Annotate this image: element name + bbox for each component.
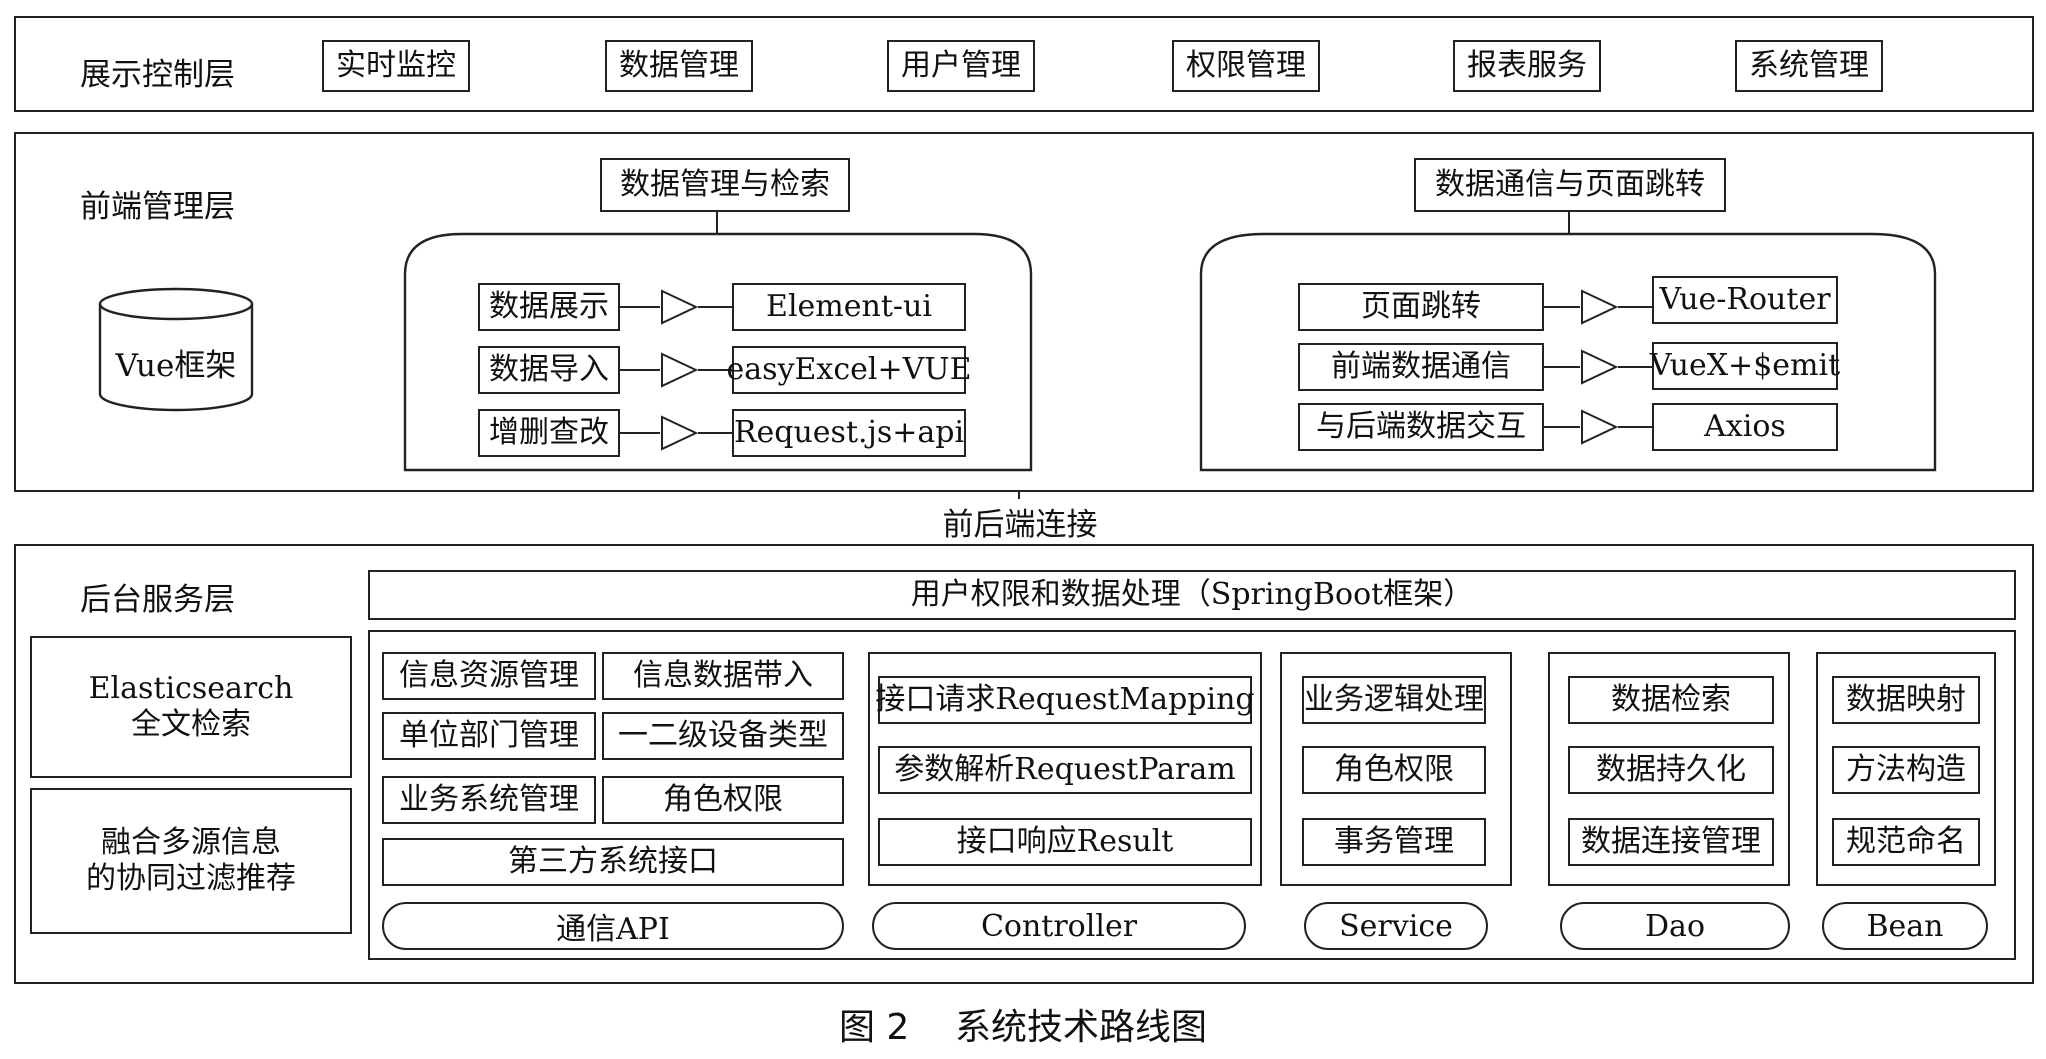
controller-item-2: 接口响应Result (878, 818, 1252, 866)
bean-item-0: 数据映射 (1832, 676, 1980, 724)
controller-item-1: 参数解析RequestParam (878, 746, 1252, 794)
bean-item-1: 方法构造 (1832, 746, 1980, 794)
recommendation-line1: 融合多源信息 (101, 825, 281, 860)
display-item-realtime-monitor: 实时监控 (322, 40, 470, 92)
display-layer-frame (14, 16, 2034, 112)
dao-pill: Dao (1560, 902, 1790, 950)
right-row-arrow-icon-0 (1581, 289, 1618, 325)
right-group-connector (1568, 212, 1570, 234)
display-layer-title: 展示控制层 (80, 57, 235, 93)
api-item-5: 角色权限 (602, 776, 844, 824)
right-row-right-1: VueX+$emit (1650, 342, 1840, 390)
left-group-connector (716, 212, 718, 234)
api-item-1: 信息数据带入 (602, 652, 844, 700)
display-item-report-service: 报表服务 (1453, 40, 1601, 92)
api-item-4: 业务系统管理 (382, 776, 596, 824)
frontend-layer-frame (14, 132, 2034, 492)
left-row-right-2: Request.js+api (732, 409, 966, 457)
api-item-0: 信息资源管理 (382, 652, 596, 700)
service-group-frame (1280, 652, 1512, 886)
frontend-layer-title: 前端管理层 (80, 189, 235, 225)
api-pill: 通信API (382, 902, 844, 950)
backend-banner: 用户权限和数据处理（SpringBoot框架） (368, 570, 2016, 620)
right-row-right-2: Axios (1652, 403, 1838, 451)
backend-layer-frame (14, 544, 2034, 984)
left-row-left-0: 数据展示 (478, 283, 620, 331)
right-row-arrow-icon-1 (1581, 349, 1618, 385)
right-row-line2-1 (1618, 366, 1652, 368)
service-item-0: 业务逻辑处理 (1302, 676, 1486, 724)
backend-modules-frame (368, 630, 2016, 960)
right-row-line2-0 (1618, 306, 1652, 308)
right-row-arrow-icon-2 (1581, 409, 1618, 445)
left-row-right-1: easyExcel+VUE (727, 346, 971, 394)
left-row-line-2 (620, 432, 660, 434)
database-cylinder-icon (98, 287, 254, 412)
elasticsearch-line1: Elasticsearch (88, 671, 294, 706)
right-row-line-1 (1544, 366, 1580, 368)
left-row-arrow-icon-2 (661, 415, 698, 451)
left-row-left-1: 数据导入 (478, 346, 620, 394)
left-row-line-1 (620, 369, 660, 371)
right-group-title: 数据通信与页面跳转 (1414, 158, 1726, 212)
backend-layer-title: 后台服务层 (80, 582, 235, 618)
dao-item-1: 数据持久化 (1568, 746, 1774, 794)
frontend-backend-connector-label: 前后端连接 (940, 499, 1100, 544)
left-row-left-2: 增删查改 (478, 409, 620, 457)
right-row-left-1: 前端数据通信 (1298, 343, 1544, 391)
right-row-left-0: 页面跳转 (1298, 283, 1544, 331)
api-item-3: 一二级设备类型 (602, 712, 844, 760)
elasticsearch-box: Elasticsearch 全文检索 (30, 636, 352, 778)
left-row-line2-0 (698, 306, 732, 308)
left-row-line2-2 (698, 432, 732, 434)
service-item-1: 角色权限 (1302, 746, 1486, 794)
display-item-permission-management: 权限管理 (1172, 40, 1320, 92)
dao-group-frame (1548, 652, 1790, 886)
elasticsearch-line2: 全文检索 (131, 707, 251, 742)
api-wide-item: 第三方系统接口 (382, 838, 844, 886)
left-row-right-0: Element-ui (732, 283, 966, 331)
bean-item-2: 规范命名 (1832, 818, 1980, 866)
figure-caption: 图 2 系统技术路线图 (838, 1007, 1208, 1048)
service-item-2: 事务管理 (1302, 818, 1486, 866)
left-row-line2-1 (698, 369, 732, 371)
right-row-right-0: Vue-Router (1652, 276, 1838, 324)
dao-item-2: 数据连接管理 (1568, 818, 1774, 866)
display-item-data-management: 数据管理 (605, 40, 753, 92)
bean-pill: Bean (1822, 902, 1988, 950)
right-row-line-2 (1544, 426, 1580, 428)
right-row-left-2: 与后端数据交互 (1298, 403, 1544, 451)
controller-group-frame (868, 652, 1262, 886)
left-row-line-0 (620, 306, 660, 308)
dao-item-0: 数据检索 (1568, 676, 1774, 724)
vue-framework-label: Vue框架 (115, 348, 237, 384)
left-row-arrow-icon-1 (661, 352, 698, 388)
right-row-line-0 (1544, 306, 1580, 308)
left-row-arrow-icon-0 (661, 289, 698, 325)
service-pill: Service (1304, 902, 1488, 950)
left-group-title: 数据管理与检索 (600, 158, 850, 212)
display-item-user-management: 用户管理 (887, 40, 1035, 92)
controller-pill: Controller (872, 902, 1246, 950)
recommendation-line2: 的协同过滤推荐 (86, 861, 296, 896)
right-row-line2-2 (1618, 426, 1652, 428)
bean-group-frame (1816, 652, 1996, 886)
recommendation-box: 融合多源信息 的协同过滤推荐 (30, 788, 352, 934)
controller-item-0: 接口请求RequestMapping (875, 676, 1255, 724)
api-item-2: 单位部门管理 (382, 712, 596, 760)
display-item-system-management: 系统管理 (1735, 40, 1883, 92)
